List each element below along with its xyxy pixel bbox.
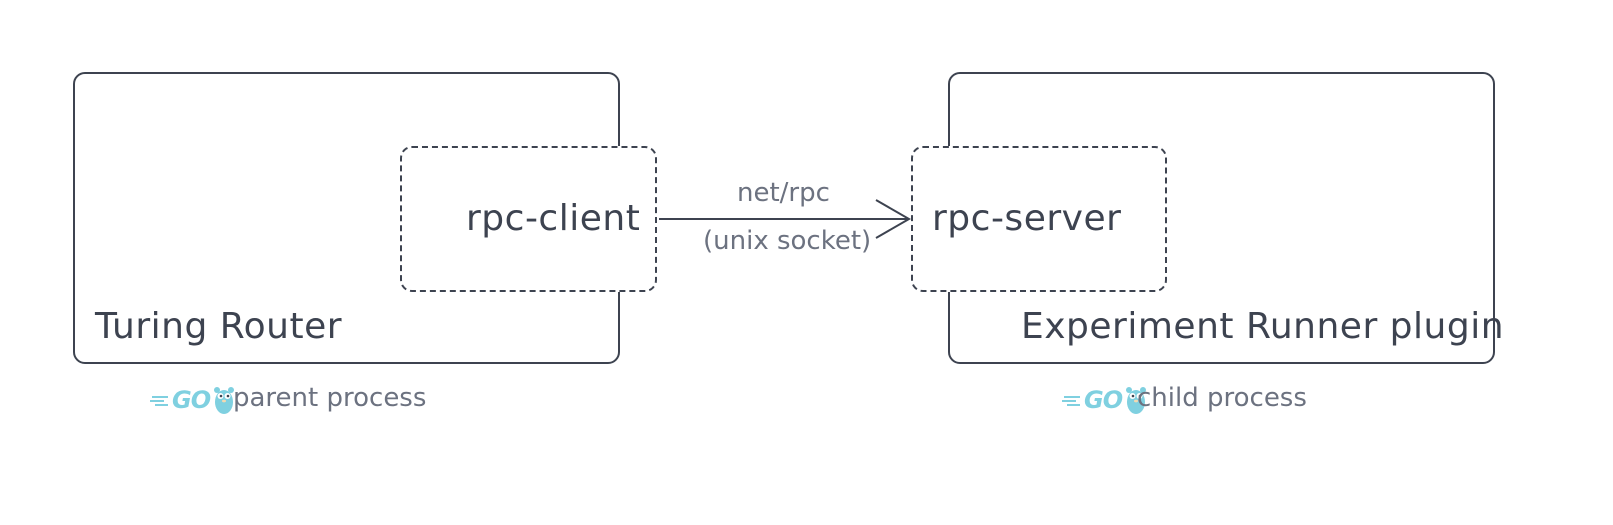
parent-go-logo: GO [150, 385, 236, 415]
speed-lines-icon [150, 396, 168, 406]
child-process-title: Experiment Runner plugin [1021, 306, 1505, 347]
go-gopher-icon [1126, 387, 1147, 414]
rpc-server-box [911, 146, 1167, 292]
go-wordmark: GO [1084, 386, 1123, 414]
parent-process-caption: parent process [233, 383, 427, 413]
rpc-client-box [400, 146, 657, 292]
child-go-logo: GO [1062, 385, 1148, 415]
rpc-server-label: rpc-server [932, 198, 1122, 239]
go-wordmark: GO [172, 386, 211, 414]
rpc-client-label: rpc-client [466, 198, 641, 239]
child-process-caption: child process [1137, 383, 1307, 413]
parent-process-title: Turing Router [95, 306, 343, 347]
connection-label-bottom: (unix socket) [703, 226, 872, 256]
go-gopher-icon [214, 387, 235, 414]
connection-label-top: net/rpc [737, 178, 830, 208]
speed-lines-icon [1062, 396, 1080, 406]
